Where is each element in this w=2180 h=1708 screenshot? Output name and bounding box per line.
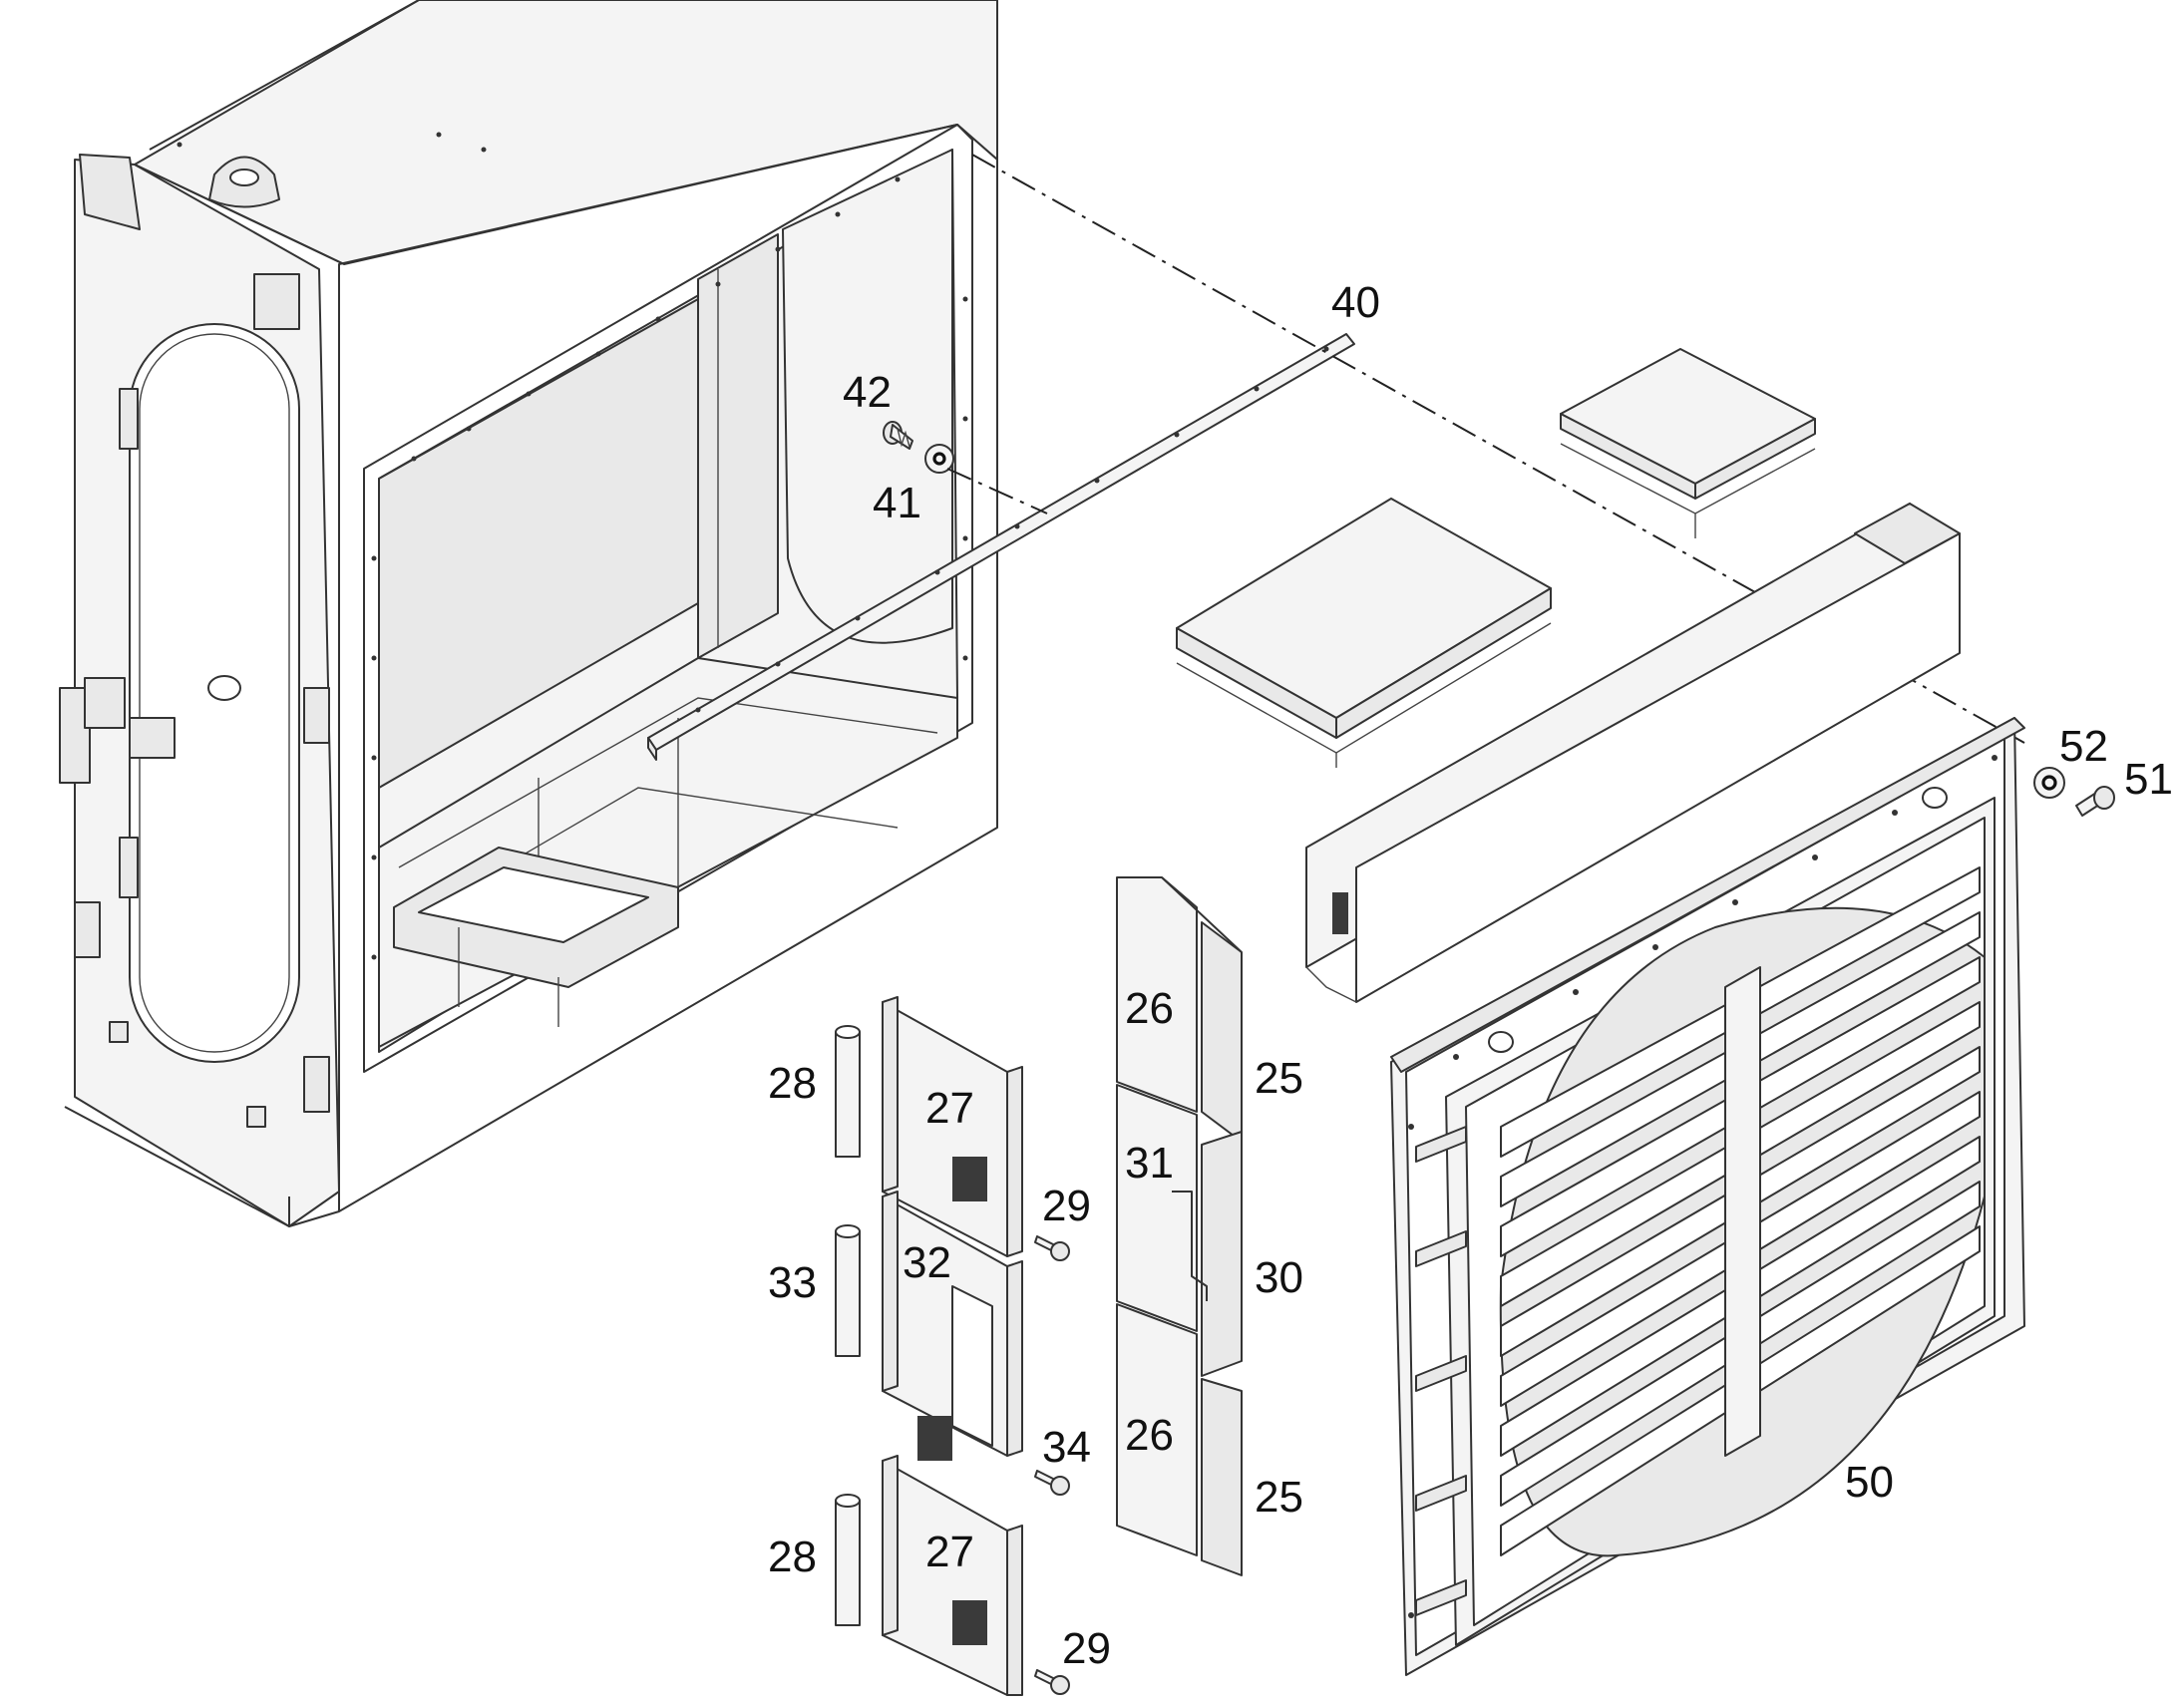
- part-52-washer: [2033, 767, 2065, 799]
- frame-clips: [1415, 1126, 1467, 1616]
- callout-29-bottom: 29: [1062, 1624, 1111, 1673]
- part-42-screw: [883, 421, 913, 450]
- callout-32: 32: [903, 1238, 951, 1287]
- panel-screws: [1034, 1235, 1070, 1695]
- part-41-washer: [924, 444, 954, 474]
- part-40-rail: [647, 333, 1355, 761]
- hinge-pins: [835, 1025, 861, 1626]
- part-34-screw: [1034, 1470, 1070, 1496]
- callout-28-top: 28: [768, 1059, 817, 1108]
- filter-pads: [1176, 348, 1961, 1003]
- callout-34: 34: [1042, 1423, 1091, 1472]
- callout-28-bottom: 28: [768, 1533, 817, 1581]
- part-51-bolt: [2075, 786, 2115, 817]
- callout-29-top: 29: [1042, 1182, 1091, 1230]
- part-33-pin: [835, 1224, 861, 1357]
- callout-25-bottom: 25: [1255, 1473, 1303, 1522]
- callout-26-bottom: 26: [1125, 1411, 1174, 1460]
- part-29-screw-top: [1034, 1235, 1070, 1261]
- callout-33: 33: [768, 1258, 817, 1307]
- part-28-pin-bottom: [835, 1494, 861, 1626]
- part-28-pin-top: [835, 1025, 861, 1158]
- callout-26-top: 26: [1125, 984, 1174, 1033]
- callout-51: 51: [2124, 755, 2173, 804]
- assembly-centerlines: [946, 154, 2025, 744]
- callout-52: 52: [2059, 722, 2108, 771]
- small-panels: [882, 996, 1023, 1696]
- callout-27-bottom: 27: [925, 1528, 974, 1576]
- part-29-screw-bottom: [1034, 1669, 1070, 1695]
- callout-30: 30: [1255, 1253, 1303, 1302]
- foam-strips: [1116, 876, 1243, 1576]
- callout-31: 31: [1125, 1139, 1174, 1188]
- callout-41: 41: [873, 479, 921, 527]
- main-housing: [59, 0, 998, 1227]
- callout-42: 42: [843, 368, 892, 417]
- callout-50: 50: [1845, 1458, 1894, 1507]
- callout-40: 40: [1331, 278, 1380, 327]
- callout-27-top: 27: [925, 1084, 974, 1133]
- callout-25-top: 25: [1255, 1054, 1303, 1103]
- part-50-louver-panel: [1390, 717, 2025, 1676]
